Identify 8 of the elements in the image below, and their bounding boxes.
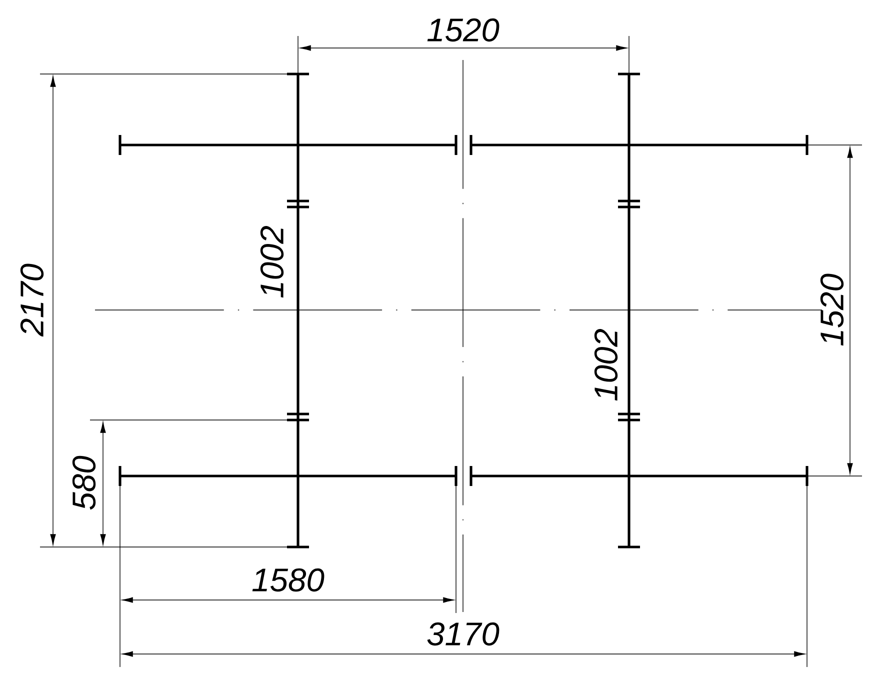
dimension-label: 1520 <box>820 274 844 346</box>
dimension-label: 1002 <box>594 329 618 401</box>
dimension-label: 1002 <box>260 226 284 298</box>
dimension-label: 2170 <box>20 264 44 337</box>
dimension-label: 3170 <box>427 622 500 646</box>
dimension-label: 1580 <box>252 568 324 592</box>
dimension-label: 1520 <box>427 18 500 42</box>
dimension-label: 580 <box>72 456 96 510</box>
